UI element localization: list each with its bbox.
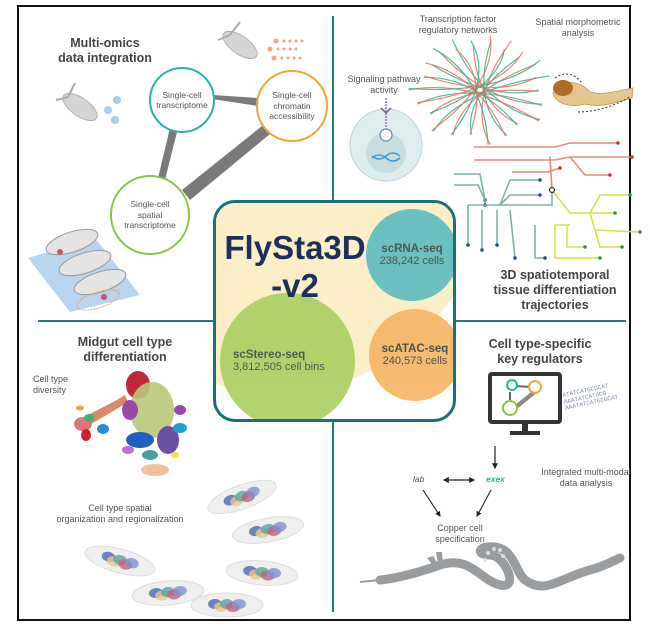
divider-horizontal-left: [38, 320, 215, 322]
trajectory-endpoint: [638, 230, 642, 234]
key-regulators-title: Cell type-specific key regulators: [488, 337, 592, 366]
midgut-title: Midgut cell type differentiation: [77, 335, 173, 364]
tf-networks-label: Transcription factor regulatory networks: [418, 14, 498, 35]
integrated-analysis-label: Integrated multi-modal data analysis: [541, 467, 631, 488]
flysta3d-center-panel: scRNA-seq 238,242 cells scStereo-seq 3,8…: [213, 200, 456, 422]
divider-vertical-top: [332, 16, 334, 202]
gene-lab: lab: [413, 474, 425, 484]
dataset-scstereoseq: scStereo-seq 3,812,505 cell bins: [220, 293, 355, 419]
flysta3d-title: FlySta3D -v2: [224, 229, 366, 304]
dataset-scrnaseq: scRNA-seq 238,242 cells: [366, 209, 453, 301]
morphometric-label: Spatial morphometric analysis: [535, 17, 621, 38]
signaling-label: Signaling pathway activity: [347, 74, 421, 95]
dataset-scatacseq: scATAC-seq 240,573 cells: [369, 309, 453, 401]
spatial-organization-label: Cell type spatial organization and regio…: [56, 503, 184, 524]
cell-type-diversity-label: Cell type diversity: [33, 374, 69, 395]
divider-vertical-bottom: [332, 420, 334, 612]
gene-exex: exex: [486, 474, 505, 484]
copper-cell-label: Copper cell specification: [435, 523, 485, 544]
multiomics-title: Multi-omics data integration: [58, 36, 152, 65]
divider-horizontal-right: [454, 320, 626, 322]
trajectories-title: 3D spatiotemporal tissue differentiation…: [493, 268, 617, 312]
